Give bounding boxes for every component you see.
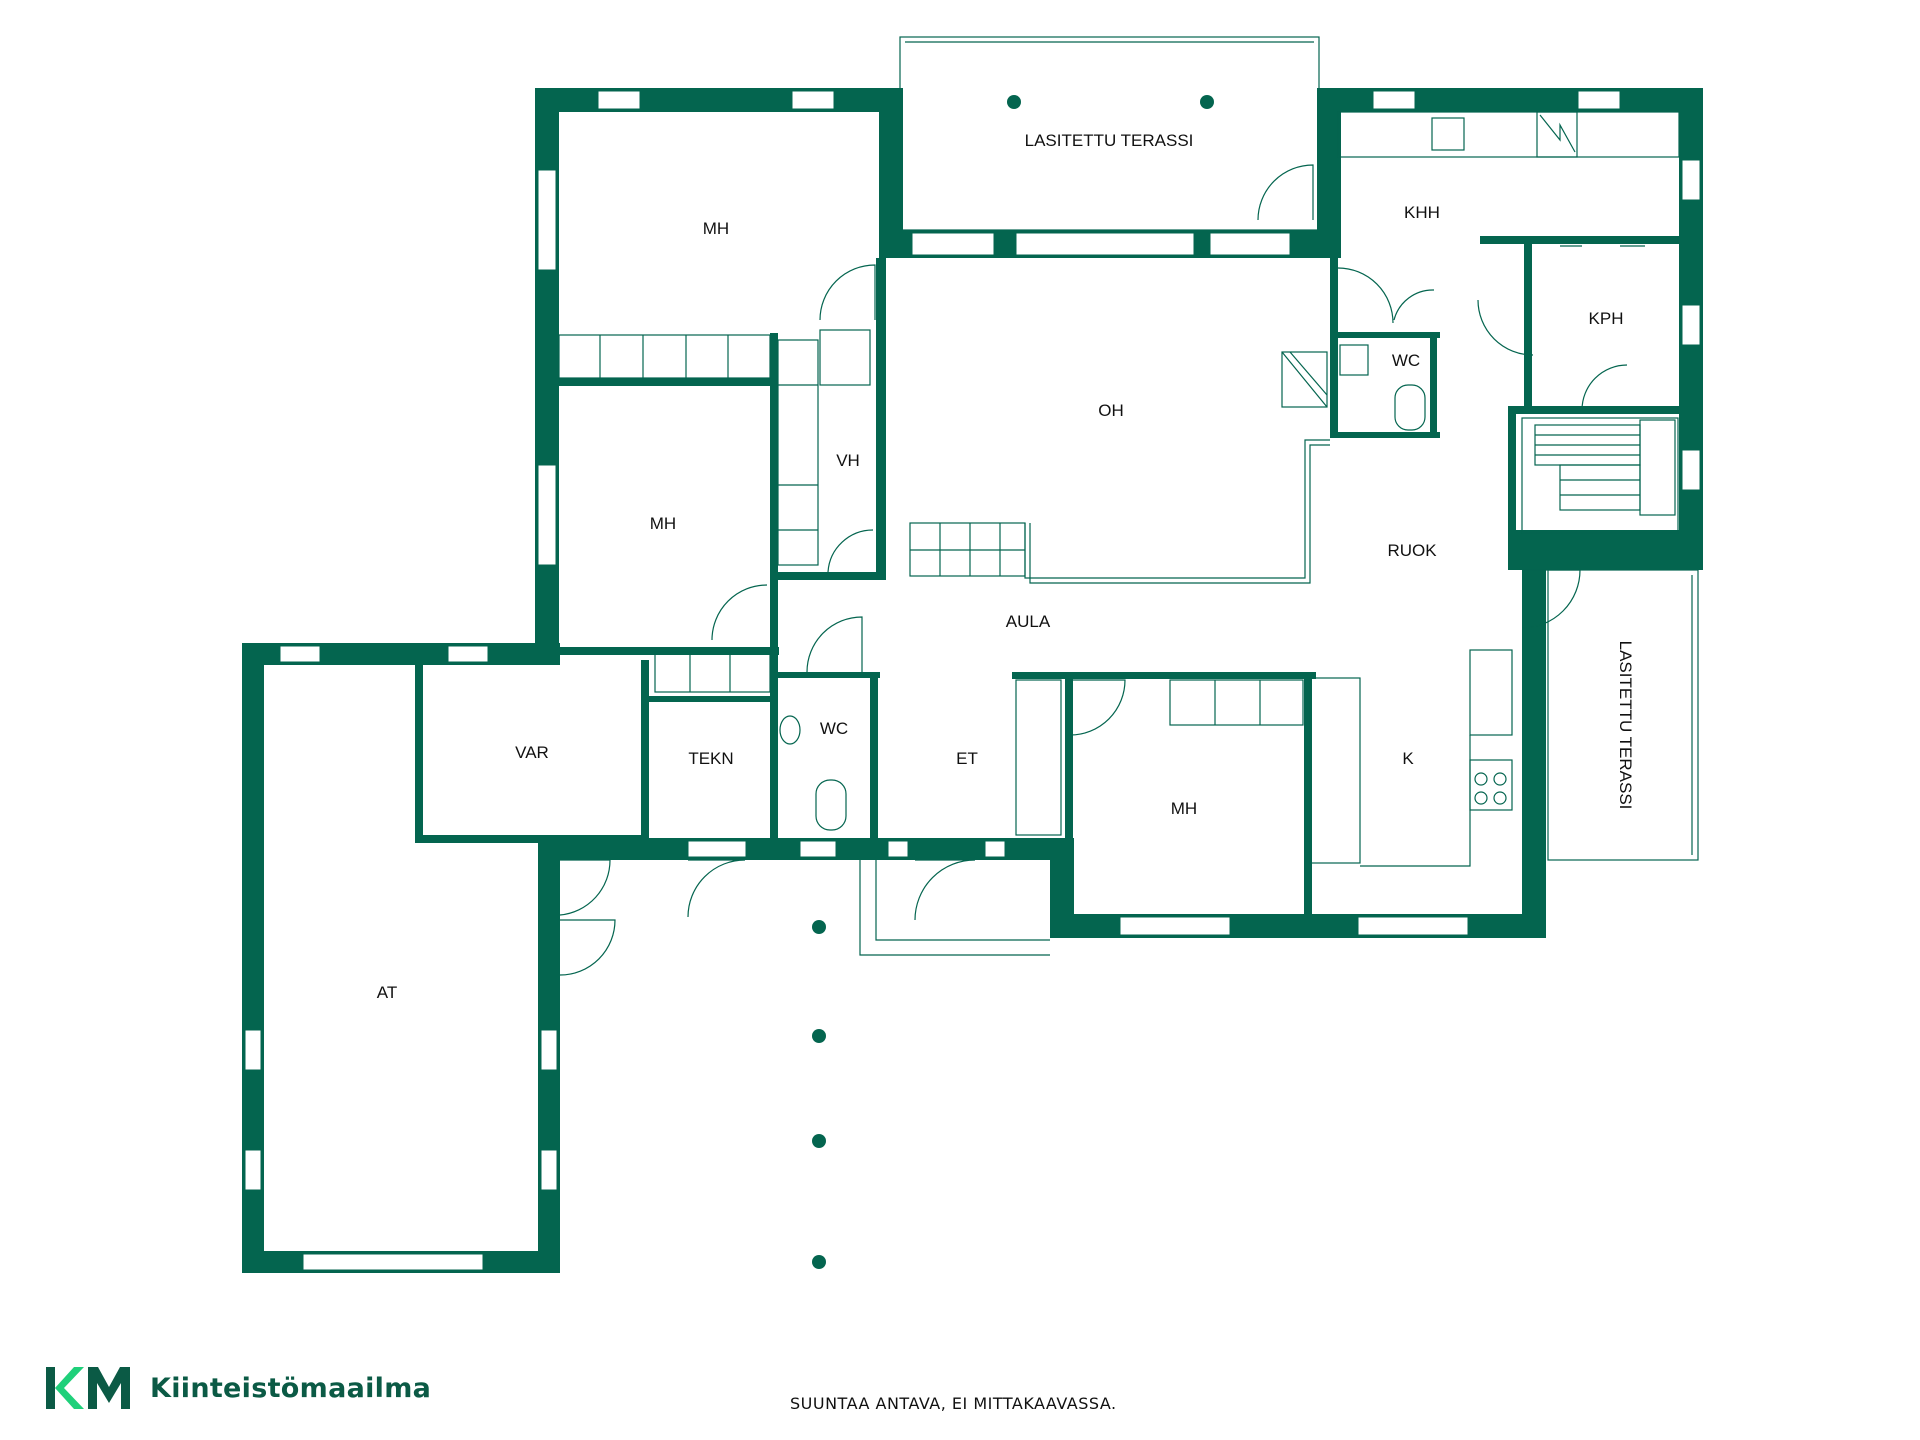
room-label-k: K: [1402, 749, 1414, 768]
brand-logo: Kiinteistömaailma: [46, 1367, 431, 1409]
pillar-dots: [812, 920, 826, 1269]
room-label-mh-top: MH: [703, 219, 729, 238]
room-label-oh: OH: [1098, 401, 1124, 420]
doors: [559, 164, 1628, 976]
fixtures: [558, 111, 1680, 956]
room-label-at: AT: [377, 983, 397, 1002]
room-label-mh-bottom: MH: [1171, 799, 1197, 818]
interior-walls: [559, 236, 1682, 938]
room-label-ruok: RUOK: [1387, 541, 1437, 560]
room-label-vh: VH: [836, 451, 860, 470]
room-labels: MH LASITETTU TERASSI KHH KPH WC OH VH MH…: [377, 131, 1635, 1002]
room-label-var: VAR: [515, 743, 549, 762]
room-label-wc-lower: WC: [820, 719, 848, 738]
room-label-et: ET: [956, 749, 978, 768]
room-label-mh-mid: MH: [650, 514, 676, 533]
room-label-glazed-terrace-top: LASITETTU TERASSI: [1025, 131, 1194, 150]
brand-name: Kiinteistömaailma: [150, 1372, 432, 1404]
km-logo-icon: [46, 1367, 130, 1409]
exterior-walls: [242, 88, 1703, 1273]
room-label-glazed-terrace-side: LASITETTU TERASSI: [1616, 641, 1635, 810]
room-label-aula: AULA: [1006, 612, 1051, 631]
scale-disclaimer: SUUNTAA ANTAVA, EI MITTAKAAVASSA.: [790, 1394, 1117, 1413]
room-label-kph: KPH: [1589, 309, 1624, 328]
windows: [244, 90, 1701, 1271]
room-label-khh: KHH: [1404, 203, 1440, 222]
room-label-tekn: TEKN: [688, 749, 733, 768]
room-label-wc-upper: WC: [1392, 351, 1420, 370]
